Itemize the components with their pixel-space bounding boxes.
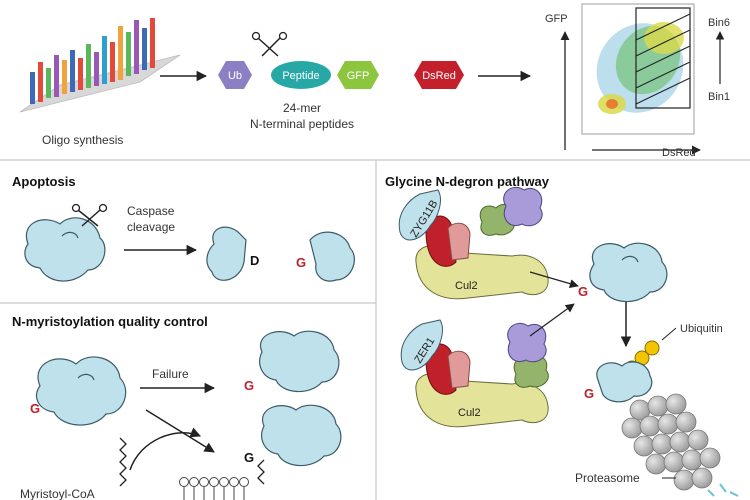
arrow-complex2 bbox=[529, 303, 575, 337]
substrate-end-2: G bbox=[584, 386, 594, 401]
zer1-receptor bbox=[400, 319, 443, 371]
facs-x-axis-label: DsRed bbox=[662, 147, 696, 159]
facs-bin-bottom-label: Bin1 bbox=[708, 91, 730, 103]
oligo-column bbox=[38, 62, 43, 102]
facs-bin-line bbox=[635, 13, 691, 41]
scissors-icon bbox=[251, 31, 288, 57]
crl2-complex-zyg11b: ZYG11B Cul2 bbox=[398, 186, 549, 300]
scissors-icon bbox=[71, 203, 108, 227]
protein-whole bbox=[24, 217, 106, 282]
oligo-column bbox=[102, 36, 107, 84]
oligo-synthesis-group: Oligo synthesis bbox=[19, 18, 181, 147]
oligo-column bbox=[62, 60, 67, 94]
myristoyl-anchor bbox=[257, 459, 265, 485]
protein-fold bbox=[61, 231, 79, 239]
substrate-tagged bbox=[596, 361, 653, 403]
protein-failure-end: G bbox=[244, 378, 254, 393]
construct-group: Ub Peptide GFP DsRed 24-mer N-terminal p… bbox=[218, 31, 464, 131]
myristoylation-panel: N-myristoylation quality control G Failu… bbox=[12, 314, 342, 500]
oligo-column bbox=[46, 68, 51, 98]
dsred-label: DsRed bbox=[422, 70, 456, 82]
oligo-column bbox=[134, 20, 139, 74]
protein-failure bbox=[259, 330, 340, 393]
facs-bin-line bbox=[635, 45, 691, 73]
apoptosis-panel: Apoptosis Caspase cleavage D G bbox=[12, 174, 355, 282]
fragment-left bbox=[206, 226, 247, 281]
oligo-column bbox=[94, 52, 99, 86]
zyg11b-receptor bbox=[398, 189, 441, 241]
ub-hexagon bbox=[218, 61, 252, 89]
membrane bbox=[179, 477, 249, 500]
oligo-column bbox=[150, 18, 155, 68]
facs-bin-line bbox=[635, 61, 691, 89]
ubiquitin-e2-purple bbox=[507, 322, 547, 363]
protein-start-end: G bbox=[30, 401, 40, 416]
arrow-complex1 bbox=[529, 271, 579, 289]
oligo-column bbox=[54, 55, 59, 97]
oligo-plate bbox=[19, 54, 181, 113]
oligo-column bbox=[110, 42, 115, 82]
apoptosis-heading: Apoptosis bbox=[12, 174, 76, 189]
facs-bin-line bbox=[635, 77, 691, 105]
facs-bin-line bbox=[635, 29, 691, 57]
oligo-column bbox=[142, 28, 147, 70]
facs-density bbox=[606, 99, 618, 109]
fragment-right bbox=[309, 231, 355, 282]
substrate-end-1: G bbox=[578, 284, 588, 299]
myristoyl-coa-label: Myristoyl-CoA bbox=[20, 487, 95, 500]
oligo-column bbox=[30, 72, 35, 104]
caspase-label-line1: Caspase bbox=[127, 204, 175, 218]
peptide-label: Peptide bbox=[282, 70, 319, 82]
fragment-right-end: G bbox=[296, 255, 306, 270]
glycine-panel: Glycine N-degron pathway ZYG11B Cul2 ZER… bbox=[385, 174, 739, 497]
oligo-column bbox=[126, 32, 131, 76]
myristoylation-heading: N-myristoylation quality control bbox=[12, 314, 208, 329]
caspase-label-line2: cleavage bbox=[127, 220, 175, 234]
facs-plot: GFP DsRed Bin6 Bin1 bbox=[545, 3, 730, 159]
facs-density bbox=[644, 22, 684, 54]
arrow-cofactor bbox=[129, 427, 201, 471]
failure-label: Failure bbox=[152, 367, 189, 381]
ub-label: Ub bbox=[228, 70, 242, 82]
ubiquitin-label: Ubiquitin bbox=[680, 323, 723, 335]
protein-start bbox=[35, 356, 127, 426]
elongin-pink bbox=[447, 350, 471, 389]
ubiquitin-e2-purple bbox=[503, 186, 543, 227]
oligo-column bbox=[70, 50, 75, 92]
peptide-caption-line1: 24-mer bbox=[283, 101, 321, 115]
proteasome-label: Proteasome bbox=[575, 471, 640, 485]
fragment-left-end: D bbox=[250, 253, 259, 268]
crl2-complex-zer1: ZER1 Cul2 bbox=[400, 319, 549, 428]
facs-bin-top-label: Bin6 bbox=[708, 17, 730, 29]
ubiquitin-pointer bbox=[661, 327, 677, 341]
substrate-protein bbox=[589, 242, 668, 303]
peptide-caption-line2: N-terminal peptides bbox=[250, 117, 354, 131]
degraded-peptides bbox=[707, 483, 739, 497]
gfp-hexagon bbox=[337, 61, 379, 89]
oligo-column bbox=[78, 58, 83, 90]
oligo-column bbox=[86, 44, 91, 88]
proteasome bbox=[621, 393, 721, 491]
dsred-hexagon bbox=[414, 61, 464, 89]
oligo-column bbox=[118, 26, 123, 80]
protein-fold bbox=[77, 373, 95, 381]
gfp-label: GFP bbox=[347, 70, 370, 82]
cul2-label-2: Cul2 bbox=[458, 407, 481, 419]
protein-fold bbox=[621, 255, 639, 263]
oligo-synthesis-label: Oligo synthesis bbox=[42, 133, 123, 147]
facs-y-axis-label: GFP bbox=[545, 13, 568, 25]
arrow-success bbox=[145, 409, 215, 453]
peptide-ellipse bbox=[271, 61, 331, 89]
glycine-heading: Glycine N-degron pathway bbox=[385, 174, 550, 189]
myristoyl-chain bbox=[119, 437, 127, 487]
protein-myristoylated-end: G bbox=[244, 450, 254, 465]
facs-gate bbox=[635, 7, 691, 109]
cul2-label-1: Cul2 bbox=[455, 280, 478, 292]
protein-myristoylated bbox=[261, 404, 342, 467]
elongin-pink bbox=[447, 222, 471, 261]
